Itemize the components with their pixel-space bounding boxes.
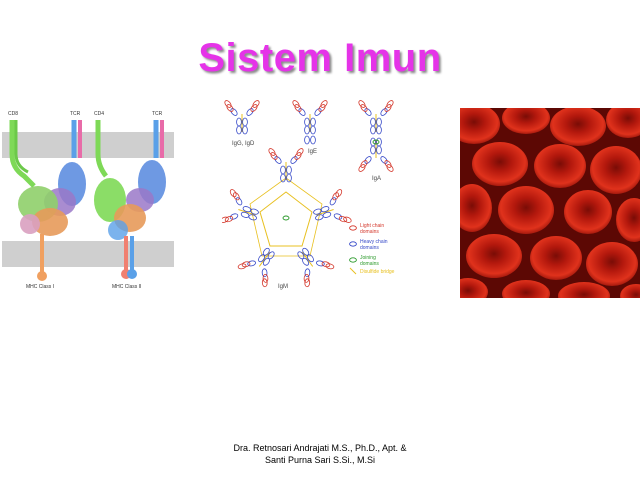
label-iga: IgA [372,176,381,182]
heavy-chain-icon [349,241,357,247]
legend-disulfide: Disulfide bridge [360,269,395,275]
credit-line-2: Santi Purna Sari S.Si., M.Si [264,455,376,465]
label-mhc-class-1: MHC Class I [26,284,54,290]
joining-domain-icon [349,257,357,263]
mhc-tcr-figure: CD8 TCR CD4 TCR MHC Class I MHC Class II [2,106,174,292]
slide-title: Sistem Imun [198,36,442,80]
igg-igd-antibody [223,100,261,135]
credit-line-1: Dra. Retnosari Andrajati M.S., Ph.D., Ap… [233,443,407,453]
label-igm: IgM [278,284,288,290]
iga-antibody-top [357,100,395,135]
label-tcr-1: TCR [70,111,81,117]
ige-antibody [291,100,329,135]
red-blood-cells-image [460,108,640,298]
label-mhc-class-2: MHC Class II [112,284,141,290]
author-credit: Dra. Retnosari Andrajati M.S., Ph.D., Ap… [0,442,640,466]
igm-pentamer [222,146,354,290]
label-ige: IgE [308,149,317,155]
label-cd8: CD8 [8,111,18,117]
disulfide-bridge-icon [349,267,357,275]
iga-antibody-bottom [357,137,395,174]
membrane-band-top [2,132,174,158]
label-igg-igd: IgG, IgD [232,141,255,147]
membrane-band-bottom [2,241,174,267]
label-tcr-2: TCR [152,111,163,117]
label-cd4: CD4 [94,111,104,117]
light-chain-icon [349,225,357,231]
